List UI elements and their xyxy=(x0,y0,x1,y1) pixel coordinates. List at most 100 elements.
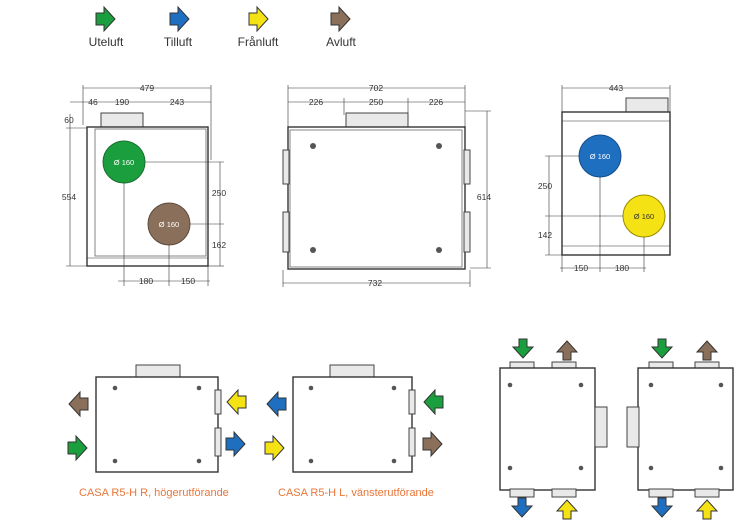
dim-bottom-right: 180 xyxy=(615,263,629,273)
screw-icon xyxy=(578,382,584,388)
tilluft-out-arrow-icon xyxy=(225,430,246,458)
dim-top-mid: 190 xyxy=(115,97,129,107)
uteluft-down-arrow-icon xyxy=(511,338,535,359)
dim-bottom-right: 150 xyxy=(181,276,195,286)
tilluft-out-arrow-icon xyxy=(266,390,287,418)
dim-bottom-width: 732 xyxy=(368,278,382,288)
side-port xyxy=(282,149,290,185)
avluft-out-arrow-icon xyxy=(68,390,89,418)
avluft-up-arrow-icon xyxy=(555,340,579,361)
franluft-up-arrow-icon xyxy=(695,499,719,520)
caption-left-variant: CASA R5-H L, vänsterutförande xyxy=(278,487,434,499)
avluft-out-arrow-icon xyxy=(422,430,443,458)
top-view-drawing: 702 226 250 226 614 732 xyxy=(282,83,491,288)
variant-r-drawing: CASA R5-H R, högerutförande xyxy=(67,364,247,499)
dim-top-width: 443 xyxy=(609,83,623,93)
side-box xyxy=(594,406,608,448)
uteluft-in-arrow-icon xyxy=(67,434,88,462)
screw-icon xyxy=(196,385,202,391)
side-port xyxy=(408,389,416,415)
screw-icon xyxy=(308,385,314,391)
dim-bottom-to-circle: 142 xyxy=(538,230,552,240)
dim-seg2: 250 xyxy=(369,97,383,107)
screw-icon xyxy=(310,247,316,253)
bottom-collar xyxy=(694,488,720,498)
dim-seg1: 226 xyxy=(309,97,323,107)
screw-icon xyxy=(196,458,202,464)
screw-icon xyxy=(391,385,397,391)
legend-label: Uteluft xyxy=(89,35,124,49)
dim-circle-spacing: 250 xyxy=(212,188,226,198)
caption-right-variant: CASA R5-H R, högerutförande xyxy=(79,487,229,499)
legend-item-avluft: Avluft xyxy=(326,5,357,49)
unit-body xyxy=(637,367,734,491)
yellow-duct-label: Ø 160 xyxy=(634,212,654,221)
screw-icon xyxy=(310,143,316,149)
screw-icon xyxy=(507,382,513,388)
side-port xyxy=(214,389,222,415)
screw-icon xyxy=(391,458,397,464)
dim-bottom-left: 150 xyxy=(574,263,588,273)
screw-icon xyxy=(507,465,513,471)
dim-top-width: 702 xyxy=(369,83,383,93)
unit-body xyxy=(292,376,413,473)
screw-icon xyxy=(436,247,442,253)
legend: Uteluft Tilluft Frånluft Avluft xyxy=(89,5,357,49)
legend-item-tilluft: Tilluft xyxy=(164,5,193,49)
avluft-up-arrow-icon xyxy=(695,340,719,361)
brown-duct-label: Ø 160 xyxy=(159,220,179,229)
uteluft-down-arrow-icon xyxy=(650,338,674,359)
dim-height: 554 xyxy=(62,192,76,202)
dim-seg3: 226 xyxy=(429,97,443,107)
top-collar xyxy=(345,112,409,129)
screw-icon xyxy=(112,385,118,391)
screw-icon xyxy=(648,465,654,471)
franluft-up-arrow-icon xyxy=(555,499,579,520)
franluft-in-arrow-icon xyxy=(226,388,247,416)
screw-icon xyxy=(718,382,724,388)
screw-icon xyxy=(718,465,724,471)
dim-bottom-to-circle: 162 xyxy=(212,240,226,250)
franluft-in-arrow-icon xyxy=(264,434,285,462)
blue-duct-label: Ø 160 xyxy=(590,152,610,161)
dim-offset: 60 xyxy=(64,115,74,125)
variant-l-drawing: CASA R5-H L, vänsterutförande xyxy=(264,364,444,499)
side-port xyxy=(282,211,290,253)
uteluft-in-arrow-icon xyxy=(423,388,444,416)
vertical-variant-a-drawing xyxy=(499,338,608,520)
legend-label: Tilluft xyxy=(164,35,193,49)
avluft-arrow-icon xyxy=(330,5,351,33)
side-view-drawing: 443 Ø 160 Ø 160 250 142 150 180 xyxy=(538,83,671,273)
unit-body xyxy=(95,376,219,473)
unit-lid xyxy=(289,129,463,268)
side-port xyxy=(463,211,471,253)
dim-top-right: 243 xyxy=(170,97,184,107)
legend-item-uteluft: Uteluft xyxy=(89,5,124,49)
dim-bottom-left: 180 xyxy=(139,276,153,286)
franluft-arrow-icon xyxy=(248,5,269,33)
uteluft-arrow-icon xyxy=(95,5,116,33)
screw-icon xyxy=(648,382,654,388)
legend-label: Frånluft xyxy=(238,35,279,49)
green-duct-label: Ø 160 xyxy=(114,158,134,167)
dim-top-left: 46 xyxy=(88,97,98,107)
legend-item-franluft: Frånluft xyxy=(238,5,279,49)
vertical-variant-b-drawing xyxy=(626,338,734,520)
screw-icon xyxy=(112,458,118,464)
screw-icon xyxy=(308,458,314,464)
screw-icon xyxy=(436,143,442,149)
side-port xyxy=(214,427,222,457)
dim-depth: 614 xyxy=(477,192,491,202)
side-port xyxy=(463,149,471,185)
screw-icon xyxy=(578,465,584,471)
side-port xyxy=(408,427,416,457)
unit-body xyxy=(499,367,596,491)
bottom-collar xyxy=(509,488,535,498)
front-view-drawing: 479 46 190 243 60 554 Ø 160 Ø 160 250 16… xyxy=(62,83,226,286)
legend-label: Avluft xyxy=(326,35,356,49)
dim-circle-spacing: 250 xyxy=(538,181,552,191)
bottom-collar xyxy=(551,488,577,498)
tilluft-down-arrow-icon xyxy=(650,497,674,518)
dim-top-width: 479 xyxy=(140,83,154,93)
